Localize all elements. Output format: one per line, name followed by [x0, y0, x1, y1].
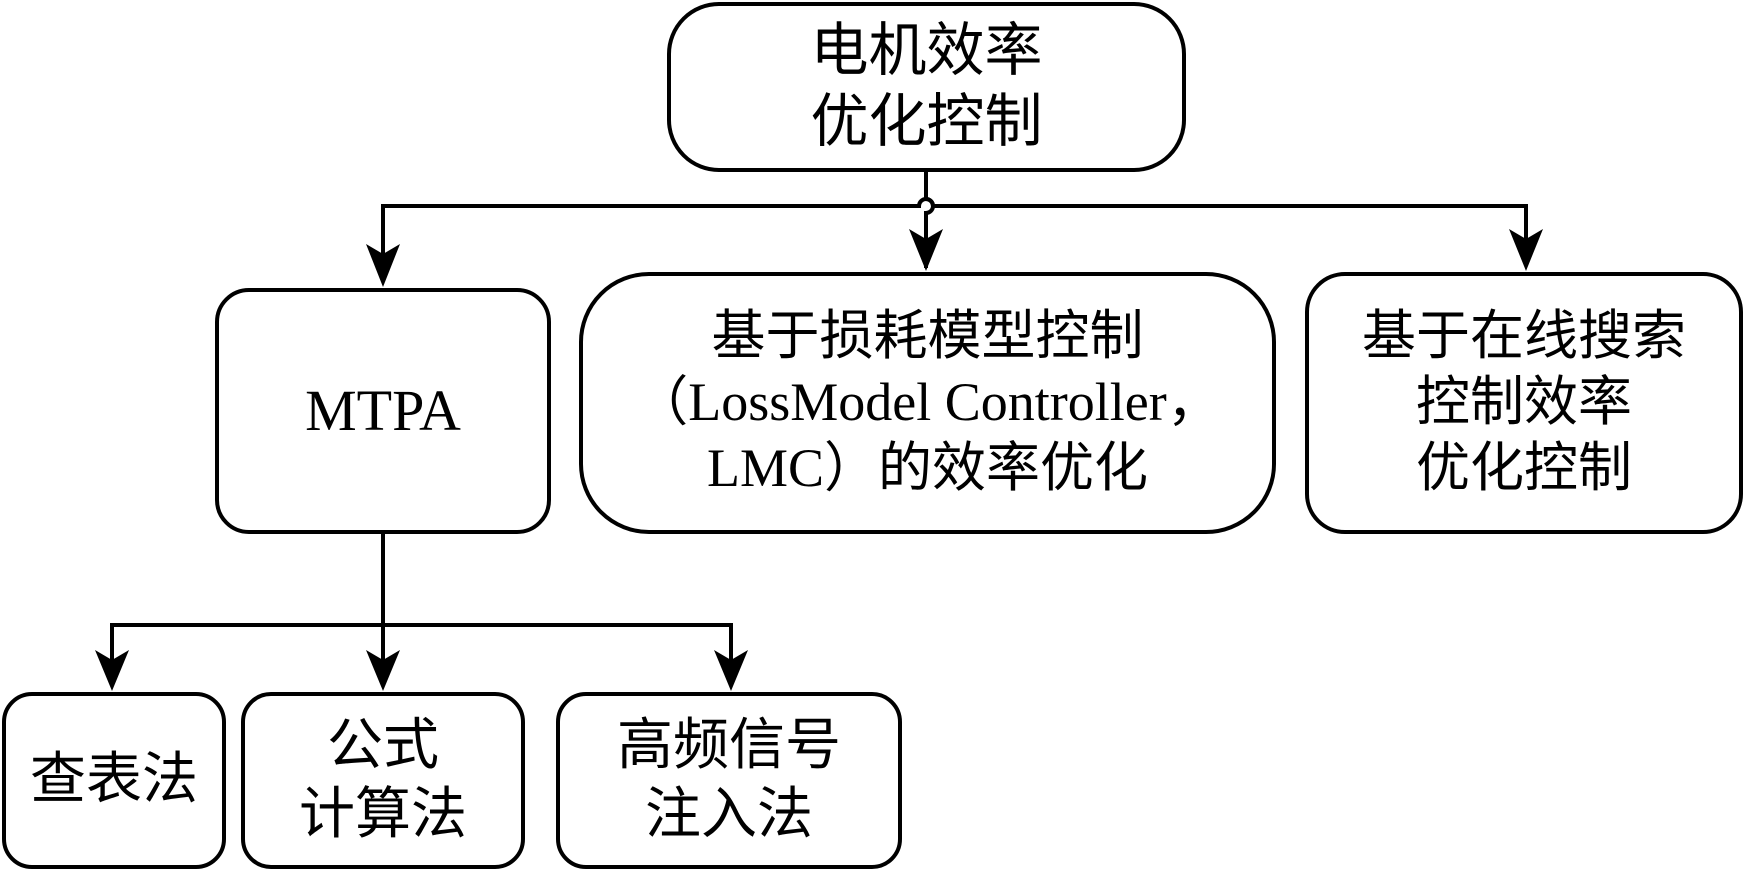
node-formula-line-1: 公式	[327, 715, 439, 778]
edge-root-bus	[381, 197, 1528, 268]
node-hfi-line-2: 注入法	[645, 783, 813, 846]
node-hfi-line-1: 高频信号	[617, 715, 841, 778]
node-root-line-1: 电机效率	[810, 18, 1043, 84]
node-mtpa-label: MTPA	[305, 377, 461, 443]
node-mtpa: MTPA	[215, 288, 551, 534]
node-lookup-label: 查表法	[30, 749, 198, 812]
edge-mtpa-bus	[110, 623, 733, 675]
node-formula-line-2: 计算法	[299, 783, 467, 846]
node-root-line-2: 优化控制	[810, 89, 1043, 154]
node-lmc-line-2: （LossModel Controller，	[634, 372, 1221, 433]
node-lookup-table: 查表法	[2, 692, 226, 869]
node-hf-injection: 高频信号 注入法	[556, 692, 902, 869]
arrowhead-icon	[1509, 229, 1543, 271]
arrowhead-icon	[714, 650, 748, 691]
node-lmc: 基于损耗模型控制 （LossModel Controller， LMC）的效率优…	[579, 272, 1276, 534]
node-root: 电机效率 优化控制	[667, 2, 1186, 172]
node-online-search: 基于在线搜索 控制效率 优化控制	[1305, 272, 1743, 534]
arrowhead-icon	[366, 650, 400, 691]
node-formula: 公式 计算法	[241, 692, 525, 869]
arrowhead-icon	[95, 650, 129, 691]
arrowhead-icon	[366, 244, 400, 287]
node-lmc-line-1: 基于损耗模型控制	[711, 306, 1144, 367]
node-online-line-1: 基于在线搜索	[1362, 306, 1686, 367]
arrowhead-icon	[909, 229, 943, 271]
node-online-line-3: 优化控制	[1416, 437, 1632, 498]
node-lmc-line-3: LMC）的效率优化	[706, 437, 1149, 498]
node-online-line-2: 控制效率	[1416, 372, 1632, 433]
